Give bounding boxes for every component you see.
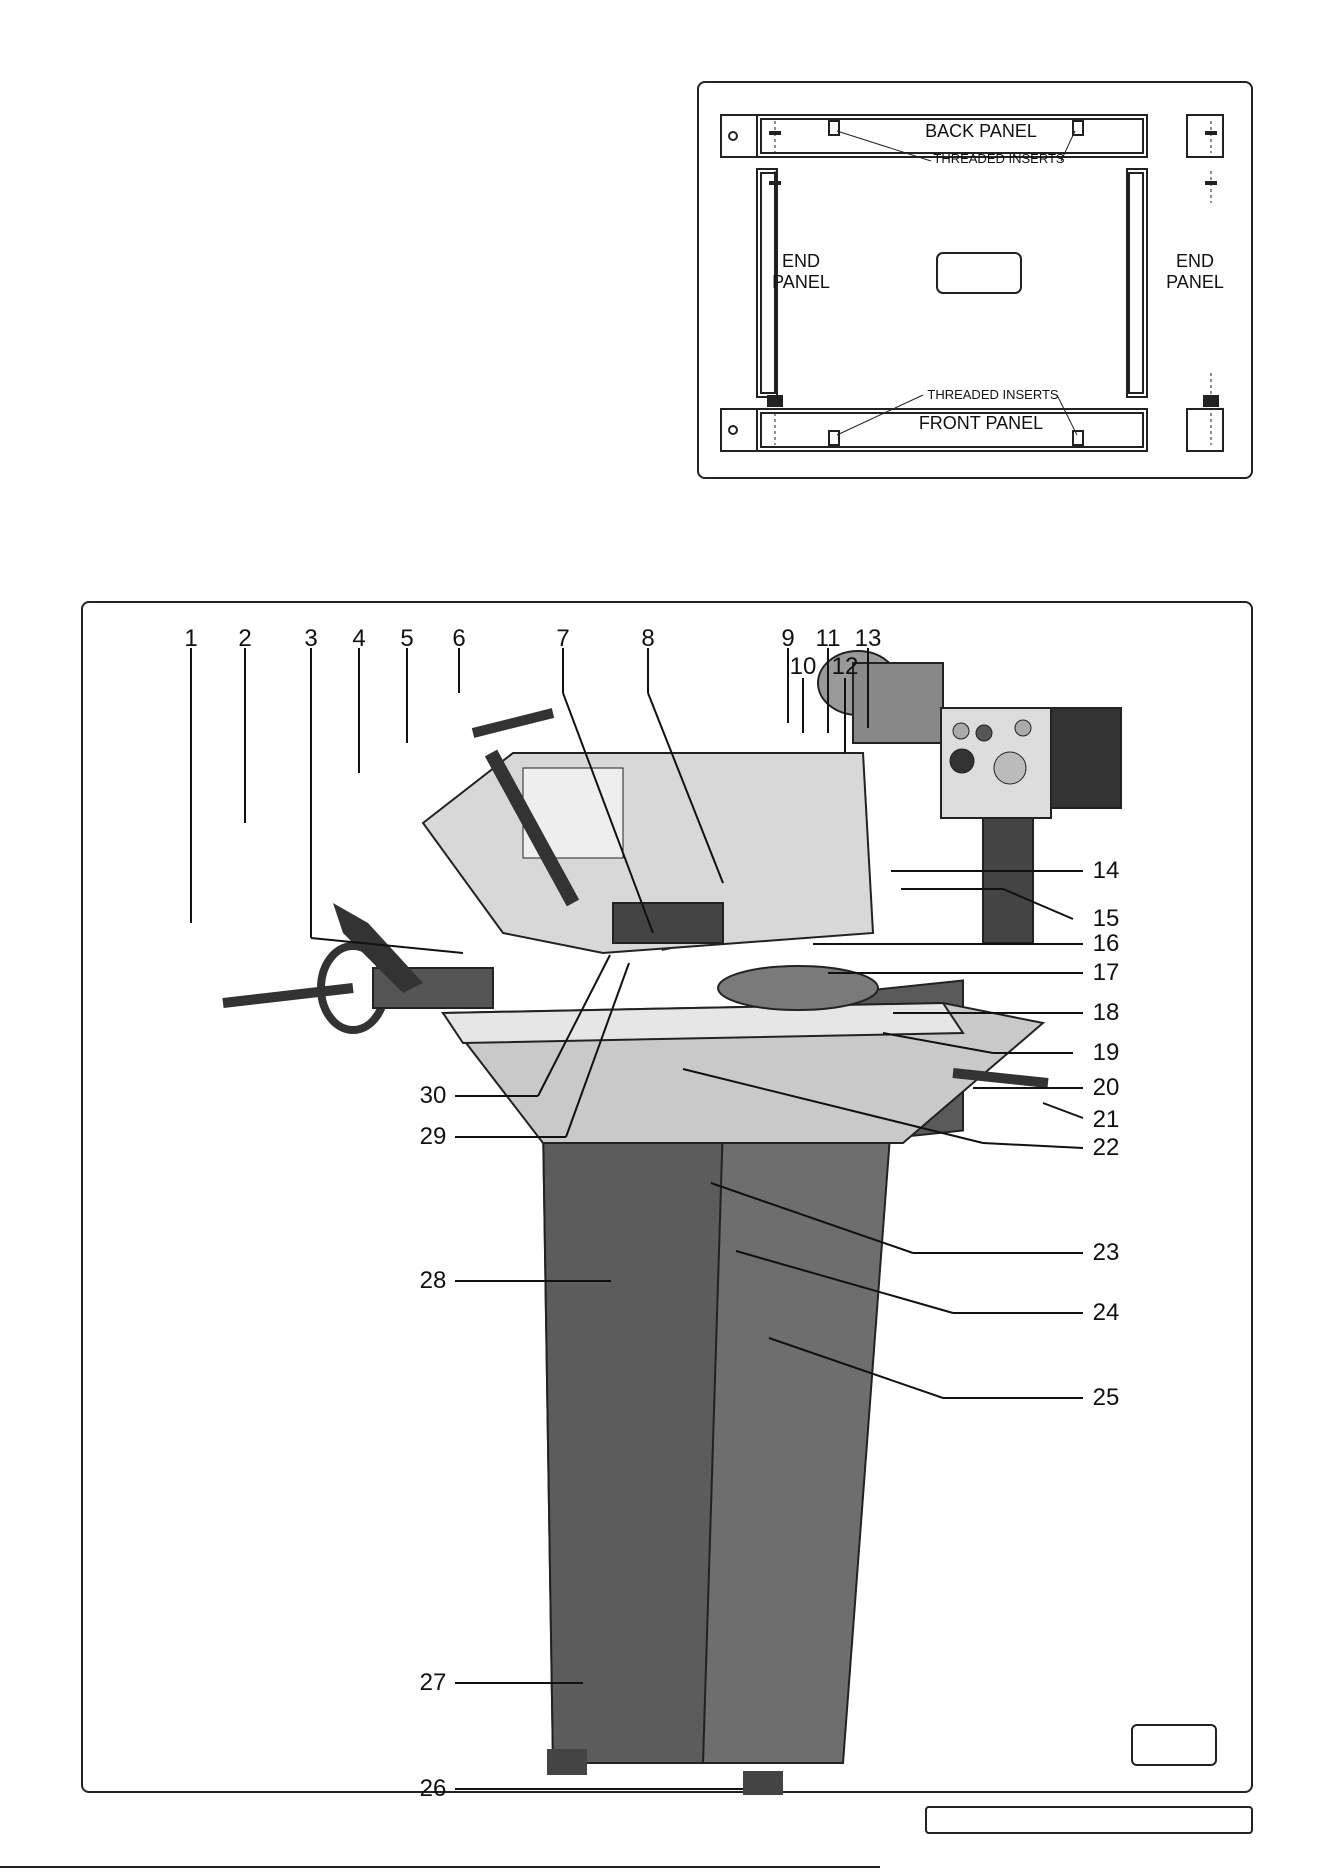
callout-1: 1 — [179, 625, 203, 653]
callout-28: 28 — [413, 1267, 453, 1295]
callout-27: 27 — [413, 1669, 453, 1697]
base-assembly-diagram: BACK PANEL THREADED INSERTS THREADED INS… — [697, 81, 1253, 479]
callout-19: 19 — [1086, 1039, 1126, 1067]
footer-reference-box — [925, 1806, 1253, 1834]
back-panel-label: BACK PANEL — [911, 121, 1051, 142]
callout-5: 5 — [395, 625, 419, 653]
left-bottom-bracket — [721, 409, 757, 451]
callout-7: 7 — [551, 625, 575, 653]
callout-10: 10 — [785, 653, 821, 681]
callout-8: 8 — [636, 625, 660, 653]
left-top-bracket — [721, 115, 757, 157]
band-saw-drawing — [83, 603, 1255, 1795]
callout-13: 13 — [850, 625, 886, 653]
callout-20: 20 — [1086, 1074, 1126, 1102]
callout-3: 3 — [299, 625, 323, 653]
callout-6: 6 — [447, 625, 471, 653]
vice — [613, 903, 723, 943]
callout-9: 9 — [776, 625, 800, 653]
callout-4: 4 — [347, 625, 371, 653]
callout-12: 12 — [827, 653, 863, 681]
callout-30: 30 — [413, 1082, 453, 1110]
callout-15: 15 — [1086, 905, 1126, 933]
callout-17: 17 — [1086, 959, 1126, 987]
threaded-inserts-top-label: THREADED INSERTS — [929, 151, 1069, 166]
end-panel-right-label: END PANEL — [1155, 251, 1235, 293]
centre-cutout — [937, 253, 1021, 293]
callout-2: 2 — [233, 625, 257, 653]
foot-27 — [547, 1749, 587, 1775]
foot-26 — [743, 1771, 783, 1795]
callout-11: 11 — [810, 625, 846, 653]
cabinet-front — [543, 1123, 723, 1763]
callout-26: 26 — [413, 1775, 453, 1803]
front-panel-label: FRONT PANEL — [911, 413, 1051, 434]
machine-figure: 1 2 3 4 5 6 7 8 9 10 11 12 13 14 15 16 1… — [81, 601, 1253, 1793]
threaded-inserts-bottom-label: THREADED INSERTS — [923, 387, 1063, 402]
callout-22: 22 — [1086, 1134, 1126, 1162]
callout-29: 29 — [413, 1123, 453, 1151]
callout-23: 23 — [1086, 1239, 1126, 1267]
callout-18: 18 — [1086, 999, 1126, 1027]
callout-21: 21 — [1086, 1106, 1126, 1134]
callout-16: 16 — [1086, 930, 1126, 958]
callout-24: 24 — [1086, 1299, 1126, 1327]
bottom-rule — [0, 1866, 880, 1868]
figure-number-box — [1131, 1724, 1217, 1766]
callout-14: 14 — [1086, 857, 1126, 885]
callout-25: 25 — [1086, 1384, 1126, 1412]
end-panel-left-label: END PANEL — [761, 251, 841, 293]
